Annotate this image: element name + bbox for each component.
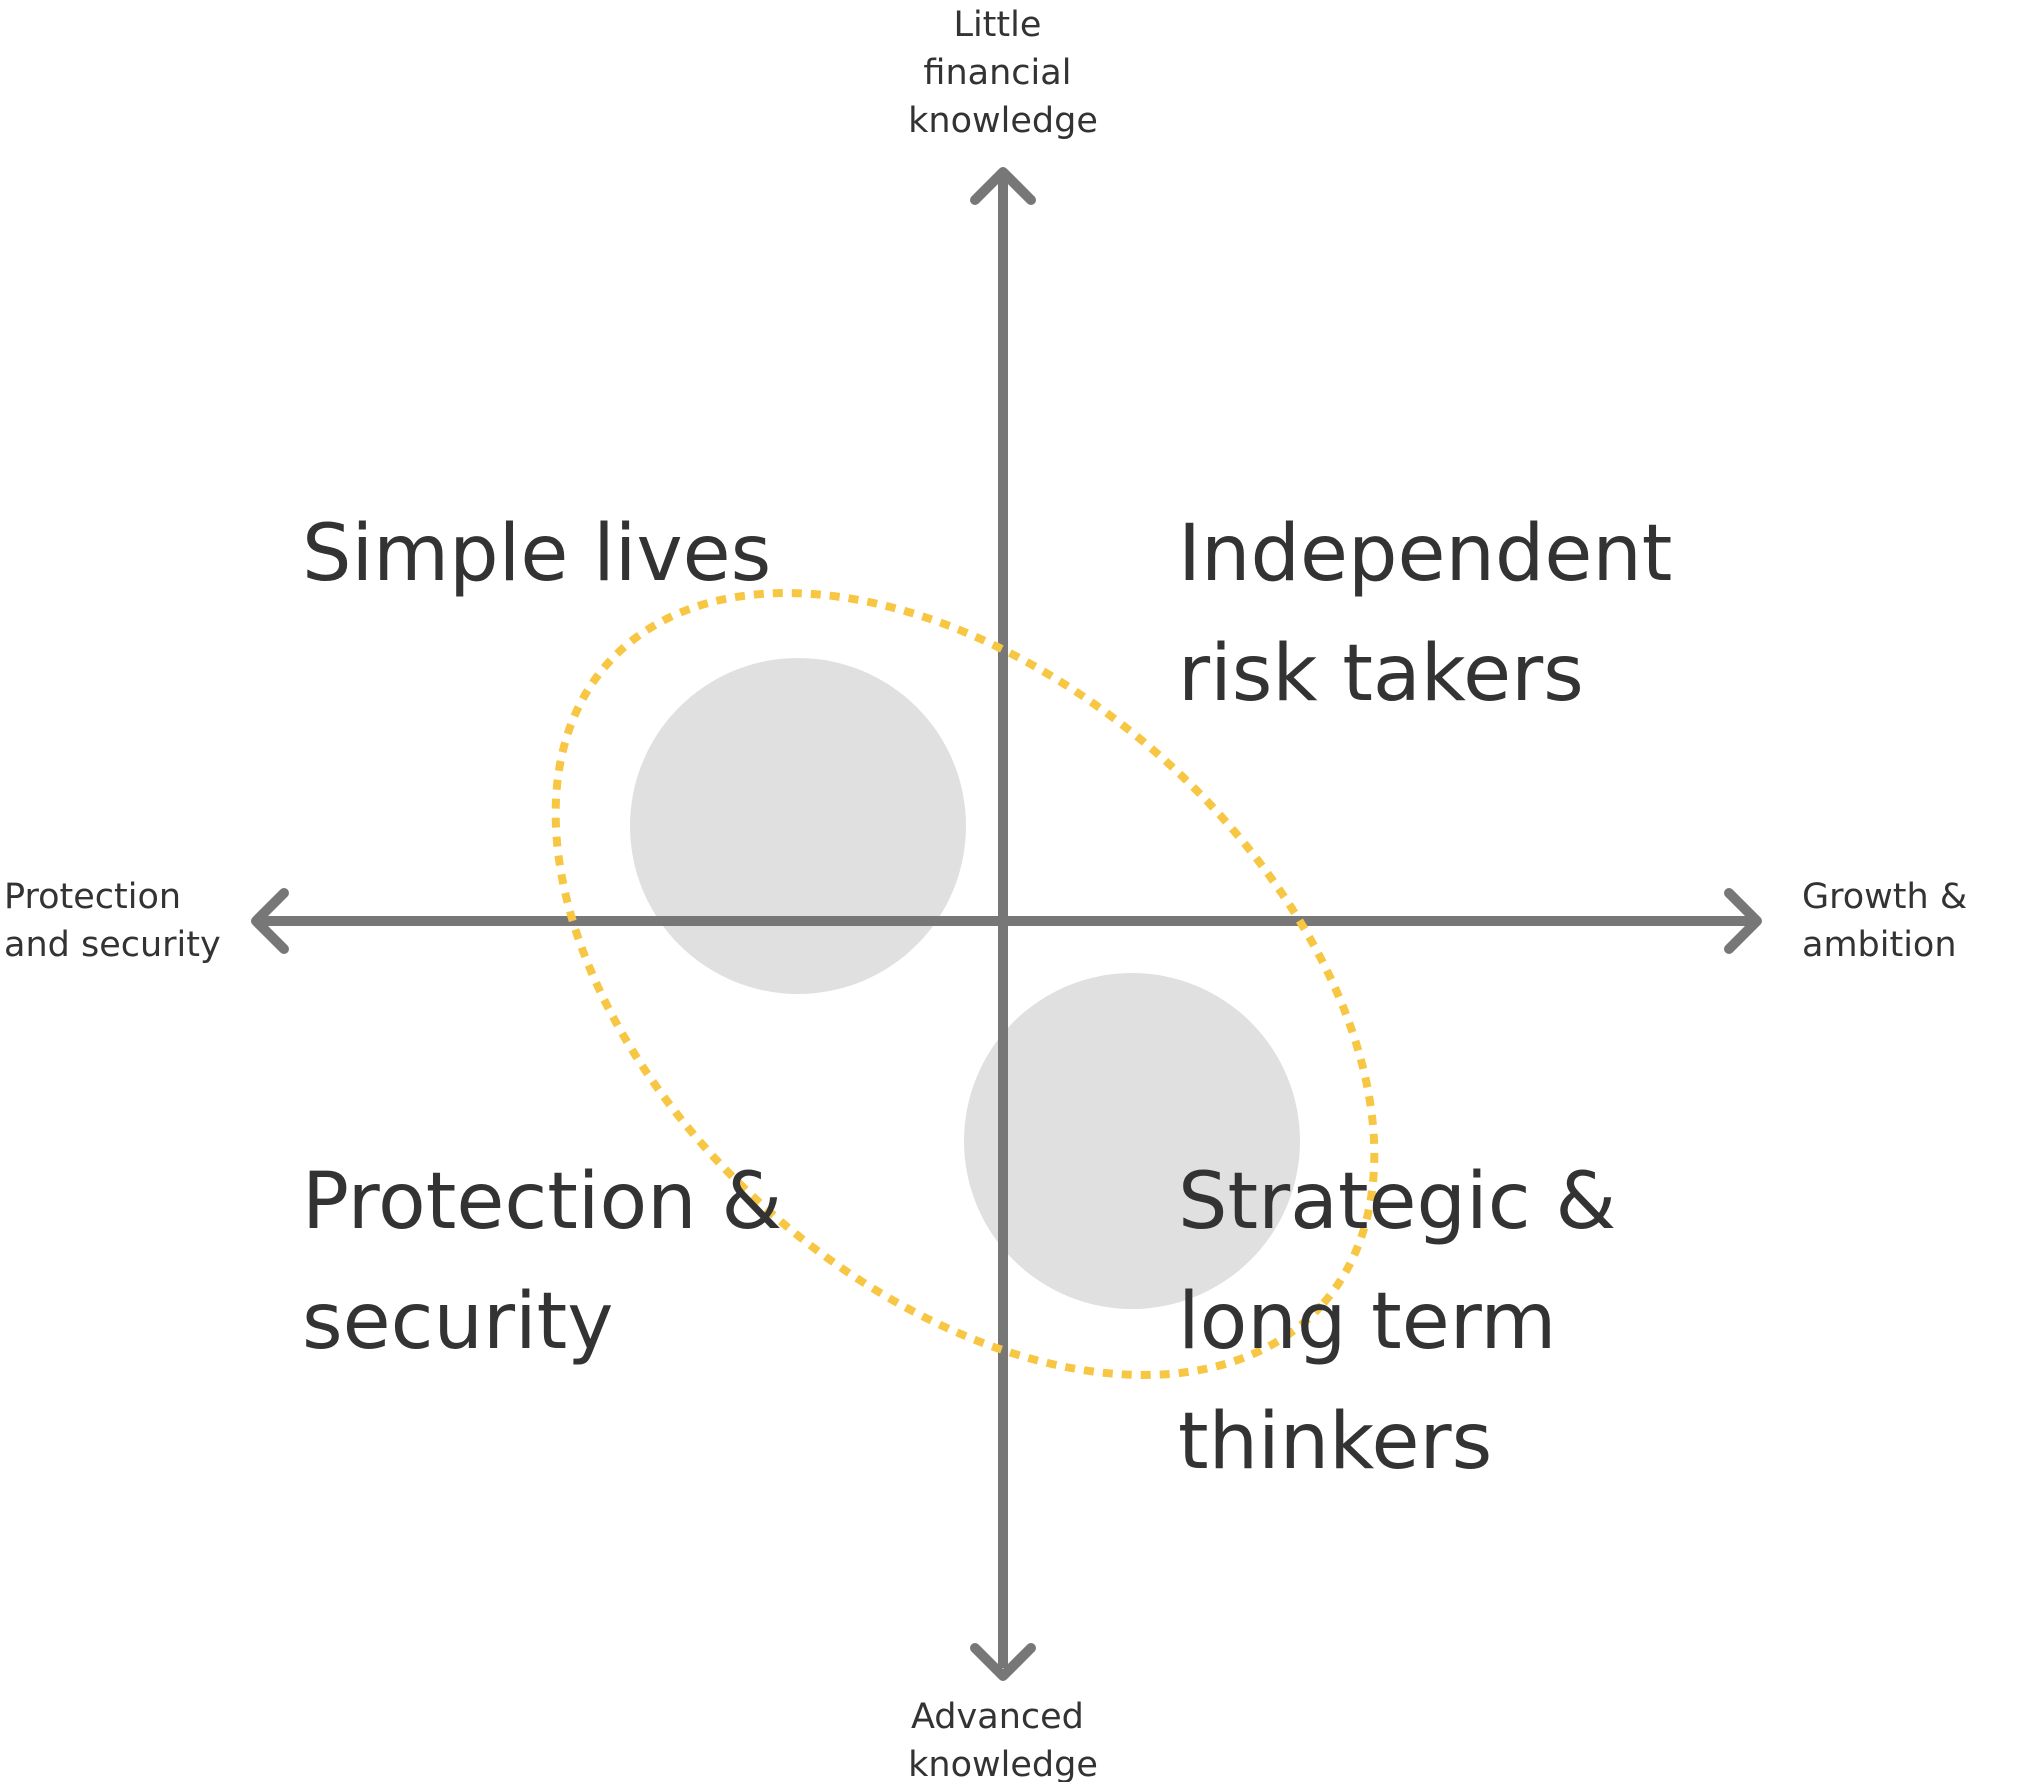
quadrant-label-bottom-left: Protection & security — [302, 1157, 807, 1367]
group-circle-upper-left — [630, 658, 966, 994]
arrow-left-icon — [251, 888, 289, 954]
quadrant-label-line: Protection & — [302, 1157, 782, 1247]
axis-label-right: Growth & ambition — [1802, 877, 1978, 965]
quadrant-label-line: Simple lives — [302, 509, 771, 599]
quadrant-label-line: security — [302, 1277, 613, 1367]
quadrant-label-bottom-right: Strategic & long term thinkers — [1178, 1157, 1641, 1487]
quadrant-label-line: Strategic & — [1178, 1157, 1616, 1247]
quadrant-label-line: risk takers — [1178, 629, 1584, 719]
quadrant-label-top-right: Independent risk takers — [1178, 509, 1697, 719]
quadrant-label-line: Independent — [1178, 509, 1672, 599]
quadrant-label-top-left: Simple lives — [302, 509, 771, 599]
highlight-ellipse — [551, 589, 1379, 1379]
axis-label-top-line: Little — [953, 5, 1041, 45]
arrow-up-icon — [970, 167, 1036, 205]
axis-label-left-line: Protection — [4, 877, 181, 917]
axis-label-bottom-line: knowledge — [908, 1745, 1098, 1782]
axis-label-right-line: ambition — [1802, 925, 1957, 965]
axis-label-bottom: Advanced knowledge — [908, 1697, 1098, 1782]
arrow-down-icon — [970, 1643, 1036, 1681]
quadrant-label-line: thinkers — [1178, 1397, 1492, 1487]
quadrant-label-line: long term — [1178, 1277, 1556, 1367]
axis-label-top-line: knowledge — [908, 101, 1098, 141]
arrow-right-icon — [1724, 888, 1762, 954]
axis-label-left: Protection and security — [4, 877, 221, 965]
axis-label-top: Little financial knowledge — [908, 5, 1098, 141]
axis-label-top-line: financial — [923, 53, 1071, 93]
axis-label-bottom-line: Advanced — [911, 1697, 1084, 1737]
axis-label-left-line: and security — [4, 925, 221, 965]
group-circle-lower-right — [964, 973, 1300, 1309]
axis-label-right-line: Growth & — [1802, 877, 1967, 917]
